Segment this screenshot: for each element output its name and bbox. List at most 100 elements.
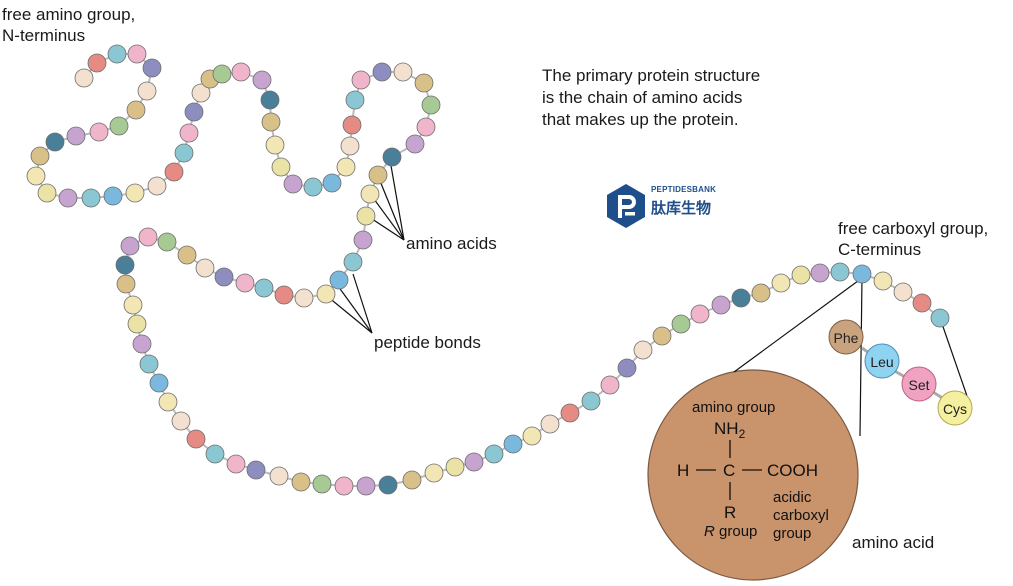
amino-acid-bead: [87, 53, 107, 73]
amino-acid-bead: [393, 62, 413, 82]
nh2-label: NH2: [714, 419, 746, 441]
acidic-carboxyl-label: carboxyl: [773, 507, 829, 524]
description-line: that makes up the protein.: [542, 110, 739, 129]
amino-acid-bead: [522, 426, 542, 446]
amino-acid-bead: [66, 126, 86, 146]
residue-leu: Leu: [864, 343, 900, 379]
amino-acid-bead: [254, 278, 274, 298]
residue-phe: Phe: [828, 319, 864, 355]
amino-acid-bead: [179, 123, 199, 143]
amino-acid-bead: [246, 460, 266, 480]
amino-acids-pointer: [389, 159, 405, 241]
n-terminus-label: free amino group, N-terminus: [2, 4, 135, 46]
amino-acid-bead: [214, 267, 234, 287]
n-terminus-line: N-terminus: [2, 26, 86, 45]
amino-acid-bead: [711, 295, 731, 315]
amino-acid-bead: [372, 62, 392, 82]
c-terminus-pointer: [939, 317, 968, 397]
amino-acid-bead: [464, 452, 484, 472]
amino-acid-bead: [123, 295, 143, 315]
residue-cys: Cys: [937, 390, 973, 426]
amino-acid-bead: [445, 457, 465, 477]
amino-acid-bead: [184, 102, 204, 122]
amino-acids-pointer: [377, 175, 405, 241]
amino-acid-bead: [830, 262, 850, 282]
amino-acid-bead: [235, 273, 255, 293]
amino-acid-bead: [316, 284, 336, 304]
acidic-carboxyl-label: group: [773, 525, 811, 542]
amino-acid-bead: [137, 81, 157, 101]
amino-acid-bead: [132, 334, 152, 354]
amino-acid-bead: [125, 183, 145, 203]
amino-acid-bead: [81, 188, 101, 208]
amino-acid-bead: [195, 258, 215, 278]
peptide-bonds-label: peptide bonds: [374, 333, 481, 352]
amino-acid-bead: [191, 83, 211, 103]
amino-acid-bead: [322, 173, 342, 193]
amino-acid-bead: [115, 255, 135, 275]
amino-acid-bead: [791, 265, 811, 285]
amino-acid-bead: [126, 100, 146, 120]
amino-acid-bead: [581, 391, 601, 411]
amino-acid-bead: [261, 112, 281, 132]
amino-acid-bead: [421, 95, 441, 115]
amino-acid-detail-circle: [647, 369, 859, 581]
amino-acid-bead: [751, 283, 771, 303]
amino-acid-bead: [731, 288, 751, 308]
amino-acid-bead: [633, 340, 653, 360]
peptide-bonds-pointer: [337, 285, 373, 334]
amino-acid-bead: [158, 392, 178, 412]
amino-acid-bead: [329, 270, 349, 290]
amino-acids-label: amino acids: [406, 234, 497, 253]
description-line: The primary protein structure: [542, 66, 761, 85]
residue-chain: Phe Leu Set Cys: [828, 319, 973, 426]
amino-acid-bead: [893, 282, 913, 302]
amino-acid-bead: [345, 90, 365, 110]
amino-acid-bead: [58, 188, 78, 208]
amino-acid-bead: [274, 285, 294, 305]
amino-acid-structure: amino group NH2 H C COOH R R group acidi…: [677, 399, 829, 542]
amino-acid-bead: [912, 293, 932, 313]
amino-acid-bead: [334, 476, 354, 496]
amino-acid-bead: [617, 358, 637, 378]
amino-acid-bead: [424, 463, 444, 483]
amino-acid-bead: [343, 252, 363, 272]
amino-acids-pointer: [370, 194, 405, 241]
amino-acid-bead: [157, 232, 177, 252]
amino-acid-bead: [336, 157, 356, 177]
amino-acid-bead: [138, 227, 158, 247]
amino-acid-bead: [351, 70, 371, 90]
amino-acid-bead: [103, 186, 123, 206]
amino-acid-bead: [414, 73, 434, 93]
amino-acid-bead: [930, 308, 950, 328]
amino-acid-bead: [260, 90, 280, 110]
amino-acid-bead: [771, 273, 791, 293]
amino-acid-bead: [690, 304, 710, 324]
amino-acid-bead: [205, 444, 225, 464]
cooh-label: COOH: [767, 461, 818, 480]
amino-acid-bead: [560, 403, 580, 423]
residue-label: Phe: [834, 330, 859, 346]
amino-acid-bead: [303, 177, 323, 197]
amino-acid-bead: [671, 314, 691, 334]
amino-acid-bead: [269, 466, 289, 486]
amino-acid-bead: [149, 373, 169, 393]
amino-acid-bead: [382, 147, 402, 167]
peptidesbank-logo-icon: [607, 184, 645, 228]
amino-acid-bead: [810, 263, 830, 283]
amino-acid-bead: [873, 271, 893, 291]
n-terminus-line: free amino group,: [2, 5, 136, 24]
amino-acid-bead: [356, 476, 376, 496]
residue-set: Set: [901, 366, 937, 402]
amino-acid-bead: [652, 326, 672, 346]
amino-acid-bead: [116, 274, 136, 294]
amino-acid-bead: [353, 230, 373, 250]
residue-label: Set: [908, 377, 929, 393]
bead-chain: [26, 44, 950, 496]
residue-label: Cys: [943, 401, 967, 417]
amino-acid-bead: [405, 134, 425, 154]
amino-acid-bead: [356, 206, 376, 226]
description-line: is the chain of amino acids: [542, 88, 743, 107]
amino-acid-bead: [127, 44, 147, 64]
